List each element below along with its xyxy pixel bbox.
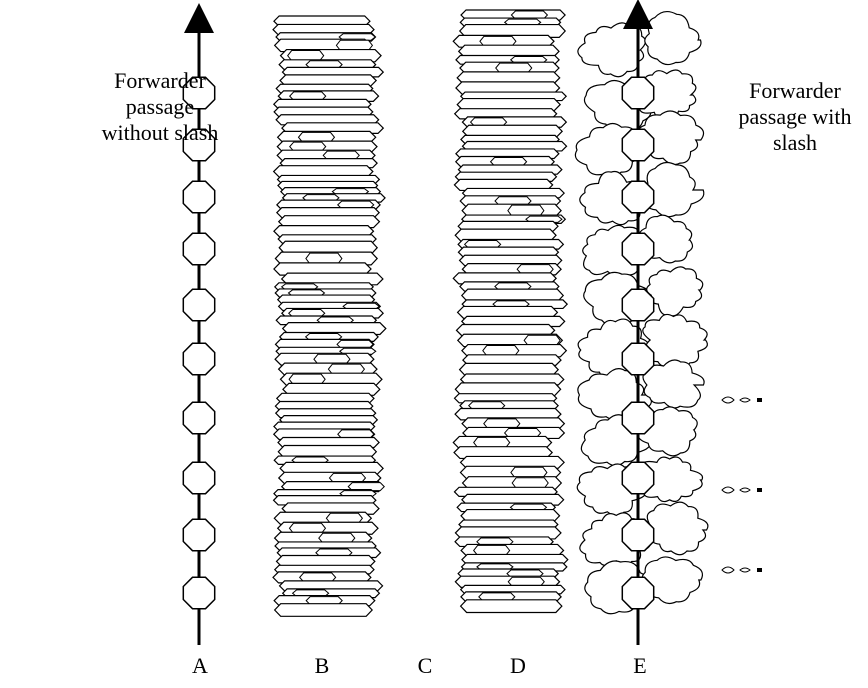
wheel-passage [182,128,216,162]
annotation-left: Forwarder passage without slash [75,68,245,146]
log [280,272,384,286]
track-line-a [182,3,216,645]
annotation-right-line-2: passage with [738,104,852,129]
log [459,373,565,386]
log [507,204,545,217]
wheel-passage [182,180,216,214]
annotation-right: Forwarder passage with slash [720,78,868,156]
log-stack-d [452,9,569,614]
wheel-passage [182,401,216,435]
wheel-passage [621,401,655,435]
log [305,252,343,265]
annotation-right-line-3: slash [773,130,817,155]
wheel-passage [621,180,655,214]
annotation-left-line-1: Forwarder [114,68,206,93]
slash-fragment [739,397,751,403]
slash-fragment [721,566,735,574]
log [459,455,565,469]
slash-fragment [757,568,762,572]
log [338,33,376,41]
log [461,493,565,506]
track-line-e [621,0,655,645]
slash-pile [645,501,709,556]
annotation-right-line-1: Forwarder [749,78,841,103]
annotation-left-line-2: passage [125,94,195,119]
log [459,599,563,614]
wheel-passage [621,461,655,495]
log [282,382,381,396]
wheel-passage [621,128,655,162]
wheel-passage [621,518,655,552]
log [281,502,380,515]
log [273,603,373,617]
slash-pile [642,313,708,368]
column-label-e: E [633,653,647,678]
wheel-passage [182,518,216,552]
wheel-passage [182,232,216,266]
wheel-passage [621,76,655,110]
column-label-d: D [510,653,526,678]
wheel-passage [621,288,655,322]
column-label-a: A [192,653,208,678]
slash-fragment [739,567,751,573]
wheel-passage [621,232,655,266]
log [462,354,562,366]
log-stack-b [272,15,387,617]
log [458,23,567,38]
slash-pile [646,266,704,317]
log [277,215,381,229]
slash-fragment [757,398,762,402]
wheel-passage [182,461,216,495]
wheel-passage [182,342,216,376]
wheel-passage [182,76,216,110]
log [281,322,387,336]
log [454,526,562,540]
log [281,122,385,135]
slash-fragment [721,486,735,494]
annotation-left-line-3: without slash [101,120,219,145]
log [347,482,385,492]
slash-pile [642,359,705,409]
column-label-c: C [417,653,433,678]
slash-fragment [739,487,751,493]
wheel-passage [182,288,216,322]
slash-fragment [721,396,735,404]
slash-pile [644,10,702,66]
wheel-passage [621,576,655,610]
column-label-b: B [314,653,330,678]
wheel-passage [182,576,216,610]
slash-pile [577,22,647,78]
slash-fragment [757,488,762,492]
wheel-passage [621,342,655,376]
